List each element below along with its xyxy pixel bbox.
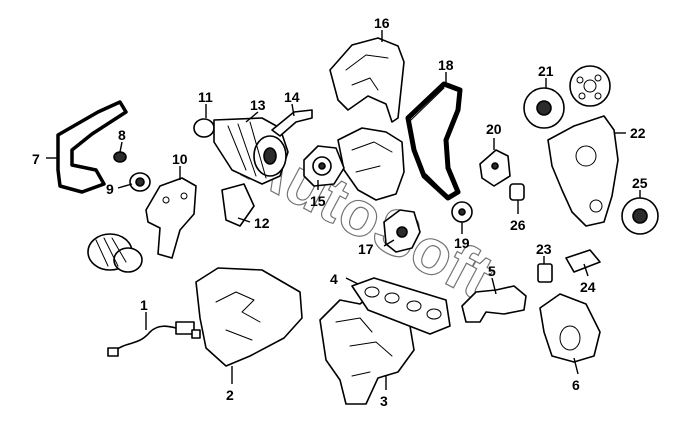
- callout-7: 7: [32, 151, 40, 167]
- callout-labels: 1 2 3 4 5 6 7 8 9 10 11 12 13 14 15 16 1…: [32, 15, 648, 409]
- callout-22: 22: [630, 125, 646, 141]
- turbocharger: [87, 233, 143, 273]
- part-12-bracket[interactable]: [221, 183, 255, 227]
- callout-15: 15: [310, 193, 326, 209]
- part-2-heat-shield[interactable]: [195, 267, 303, 367]
- part-7-drive-belt[interactable]: [56, 100, 128, 194]
- callout-12: 12: [254, 215, 270, 231]
- callout-25: 25: [632, 175, 648, 191]
- callout-20: 20: [486, 121, 502, 137]
- part-25-crankshaft-sprocket[interactable]: [621, 197, 659, 235]
- callout-5: 5: [488, 263, 496, 279]
- part-16-timing-cover-upper[interactable]: [329, 37, 405, 123]
- callout-9: 9: [106, 181, 114, 197]
- part-20-idler-bracket[interactable]: [479, 149, 511, 187]
- part-22-timing-plate[interactable]: [547, 115, 619, 227]
- part-6-housing[interactable]: [539, 293, 601, 363]
- part-17-thermostat-housing[interactable]: [383, 209, 421, 253]
- callout-3: 3: [380, 393, 388, 409]
- callout-19: 19: [454, 235, 470, 251]
- callout-13: 13: [250, 97, 266, 113]
- callout-18: 18: [438, 57, 454, 73]
- timing-cover-lower: [337, 127, 405, 201]
- callout-11: 11: [198, 89, 213, 105]
- callout-4: 4: [330, 271, 338, 287]
- part-10-bracket[interactable]: [145, 177, 197, 259]
- part-14-mounting-strap[interactable]: [271, 109, 313, 137]
- callout-10: 10: [172, 151, 188, 167]
- part-23-temperature-sensor[interactable]: [537, 263, 553, 283]
- callout-26: 26: [510, 217, 526, 233]
- part-15-water-pump[interactable]: [303, 145, 345, 187]
- part-1-oxygen-sensor[interactable]: [107, 321, 201, 357]
- callout-8: 8: [118, 127, 126, 143]
- part-13-alternator[interactable]: [193, 117, 289, 185]
- part-5-coolant-pipe[interactable]: [461, 285, 527, 323]
- callout-6: 6: [572, 377, 580, 393]
- callout-23: 23: [536, 241, 552, 257]
- callout-17: 17: [358, 241, 374, 257]
- callout-14: 14: [284, 89, 300, 105]
- part-9-idler-pulley[interactable]: [129, 172, 151, 192]
- part-4-manifold-gasket[interactable]: [351, 277, 451, 335]
- callout-1: 1: [140, 297, 148, 313]
- part-24-pressure-sender[interactable]: [565, 249, 601, 273]
- part-19-tensioner-pulley[interactable]: [451, 201, 473, 223]
- part-18-timing-belt[interactable]: [405, 81, 463, 201]
- leader-lines: [46, 30, 641, 390]
- callout-16: 16: [374, 15, 390, 31]
- callout-2: 2: [226, 387, 234, 403]
- callout-21: 21: [538, 63, 554, 79]
- part-21-camshaft-gear[interactable]: [523, 65, 611, 129]
- callout-24: 24: [580, 279, 596, 295]
- part-8-nut[interactable]: [113, 151, 127, 163]
- part-26-sleeve[interactable]: [509, 183, 525, 201]
